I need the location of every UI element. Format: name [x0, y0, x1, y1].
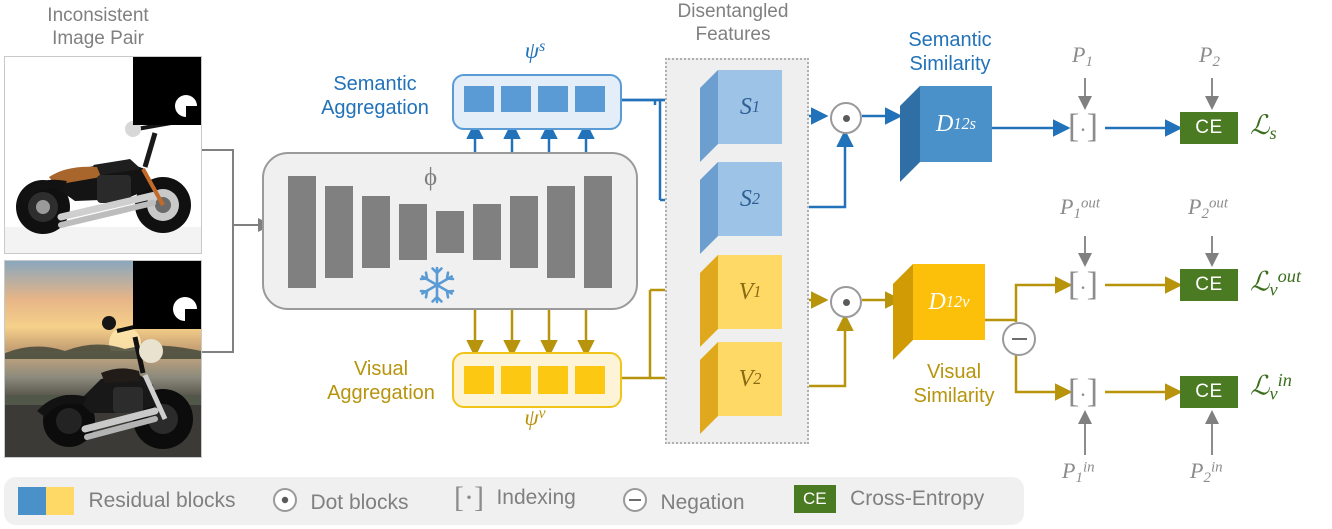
visual-chip — [538, 366, 568, 394]
backbone-block — [399, 204, 427, 260]
ce-box-visual-in[interactable]: CE — [1180, 376, 1238, 408]
visual-similarity-label: Visual Similarity — [913, 361, 995, 407]
snowflake-icon — [419, 266, 455, 304]
visual-aggregation-label: Visual Aggregation — [327, 358, 435, 404]
p1-out-label: P1out — [1060, 194, 1101, 223]
p2-in-label: P2in — [1190, 458, 1223, 487]
legend-residual-blocks-label: Residual blocks — [88, 489, 236, 512]
psi-v-superscript: v — [538, 405, 546, 422]
ce-box: CE — [794, 485, 836, 513]
backbone-block — [547, 186, 575, 278]
visual-aggregation-panel — [452, 352, 622, 408]
semantic-chip — [464, 86, 494, 112]
visual-chip — [575, 366, 605, 394]
backbone-block — [362, 196, 390, 268]
backbone-block — [510, 196, 538, 268]
legend-negation: Negation — [622, 487, 745, 518]
indexing-bracket-out: [·] — [1068, 266, 1098, 303]
backbone-encoder: ϕ — [262, 152, 638, 310]
ce-box-semantic[interactable]: CE — [1180, 112, 1238, 144]
legend-dot-blocks: Dot blocks — [272, 487, 409, 518]
disentangled-features-title: Disentangled Features — [677, 1, 789, 45]
ce-box-visual-out[interactable]: CE — [1180, 269, 1238, 301]
image-1-inset-patch — [133, 57, 201, 125]
psi-s-superscript: s — [539, 38, 546, 55]
minus-circle-icon — [622, 487, 648, 518]
image-2-inset-patch — [133, 261, 201, 329]
backbone-block — [288, 176, 316, 288]
blue-swatch — [18, 487, 46, 515]
indexing-bracket-in: [·] — [1068, 373, 1098, 410]
semantic-similarity-label: Semantic Similarity — [908, 29, 992, 75]
psi-s-symbol: ψs — [495, 38, 575, 64]
dot-product-icon — [830, 102, 862, 134]
backbone-symbol-phi: ϕ — [424, 164, 438, 191]
loss-semantic-label: ℒs — [1250, 110, 1277, 144]
clock-icon — [175, 95, 197, 117]
loss-visual-in-label: ℒvin — [1250, 370, 1292, 404]
p1-in-label: P1in — [1062, 458, 1095, 487]
backbone-block — [584, 176, 612, 288]
p2-semantic-label: P2 — [1199, 42, 1220, 71]
semantic-chip — [575, 86, 605, 112]
legend-dot-blocks-label: Dot blocks — [310, 490, 409, 514]
legend-bar: Residual blocks Dot blocks [·] Indexing … — [4, 477, 1024, 525]
backbone-block — [436, 211, 464, 253]
legend-cross-entropy: CE Cross-Entropy — [794, 485, 984, 513]
legend-indexing-label: Indexing — [496, 486, 576, 509]
legend-negation-label: Negation — [660, 490, 745, 514]
backbone-block — [325, 186, 353, 278]
bracket-dot-icon: [·] — [454, 481, 484, 514]
legend-residual-blocks: Residual blocks — [18, 487, 236, 515]
image-2-sunset-motorcycle — [4, 260, 202, 458]
legend-indexing: [·] Indexing — [454, 481, 576, 515]
p1-semantic-label: P1 — [1072, 42, 1093, 71]
dot-product-icon — [830, 286, 862, 318]
input-pair-title: Inconsistent Image Pair — [47, 5, 149, 49]
psi-glyph: ψ — [524, 38, 540, 64]
indexing-bracket-semantic: [·] — [1068, 108, 1098, 145]
negation-icon — [1002, 322, 1036, 356]
p2-out-label: P2out — [1188, 194, 1229, 223]
image-1-studio-motorcycle — [4, 56, 202, 254]
loss-visual-out-label: ℒvout — [1250, 266, 1302, 300]
visual-chip — [464, 366, 494, 394]
backbone-block — [473, 204, 501, 260]
motorcycle-sunset-illustration — [5, 261, 201, 457]
clock-icon — [173, 297, 197, 321]
psi-glyph: ψ — [524, 405, 539, 431]
psi-v-symbol: ψv — [495, 405, 575, 431]
yellow-swatch — [46, 487, 74, 515]
legend-cross-entropy-label: Cross-Entropy — [850, 487, 985, 510]
semantic-chip — [501, 86, 531, 112]
semantic-chip — [538, 86, 568, 112]
semantic-aggregation-label: Semantic Aggregation — [321, 73, 429, 119]
dot-circle-icon — [272, 487, 298, 518]
visual-chip — [501, 366, 531, 394]
semantic-aggregation-panel — [452, 74, 622, 130]
